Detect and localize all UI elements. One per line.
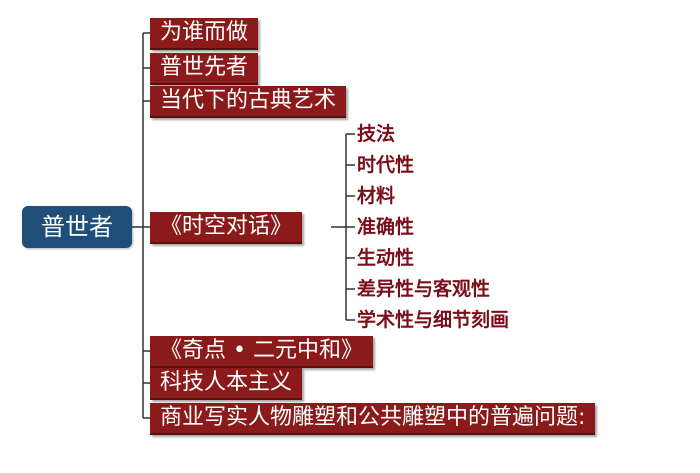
branch-node-1: 为谁而做 [150,18,259,50]
branch-node-7: 商业写实人物雕塑和公共雕塑中的普遍问题: [150,403,596,435]
branch-node-5: 《奇点 • 二元中和》 [150,336,373,368]
branch-node-4: 《时空对话》 [150,212,303,244]
branch-node-2: 普世先者 [150,53,259,85]
sub-item-2: 时代性 [357,154,415,176]
sub-item-3: 材料 [357,185,396,207]
sub-item-5: 生动性 [357,247,415,269]
branch-node-6: 科技人本主义 [150,368,303,400]
sub-item-1: 技法 [357,123,396,145]
root-node: 普世者 [22,206,132,248]
branch-node-3: 当代下的古典艺术 [150,86,347,118]
sub-item-7: 学术性与细节刻画 [357,309,510,331]
sub-item-4: 准确性 [357,216,415,238]
sub-item-6: 差异性与客观性 [357,278,491,300]
